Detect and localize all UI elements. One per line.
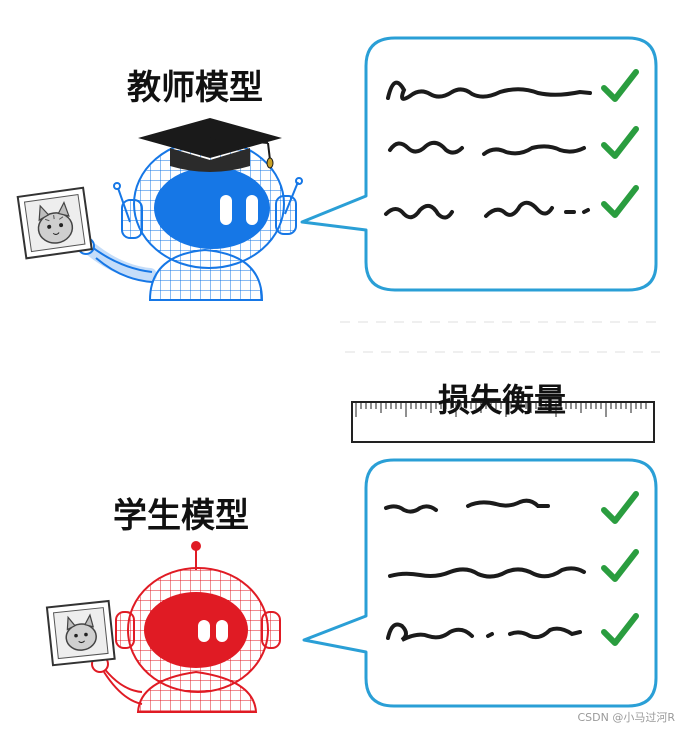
loss-measure-label: 损失衡量 (438, 375, 566, 421)
separator-lines (340, 322, 660, 352)
student-model-label: 学生模型 (113, 488, 249, 537)
student-robot (92, 541, 280, 712)
watermark: CSDN @小马过河R (577, 709, 675, 725)
cat-photo-icon (18, 188, 92, 259)
student-speech-bubble (304, 460, 656, 706)
teacher-model-label: 教师模型 (127, 60, 263, 109)
student-robot-visor (144, 592, 248, 668)
cat-photo-icon (47, 601, 115, 665)
teacher-speech-bubble (302, 38, 656, 290)
